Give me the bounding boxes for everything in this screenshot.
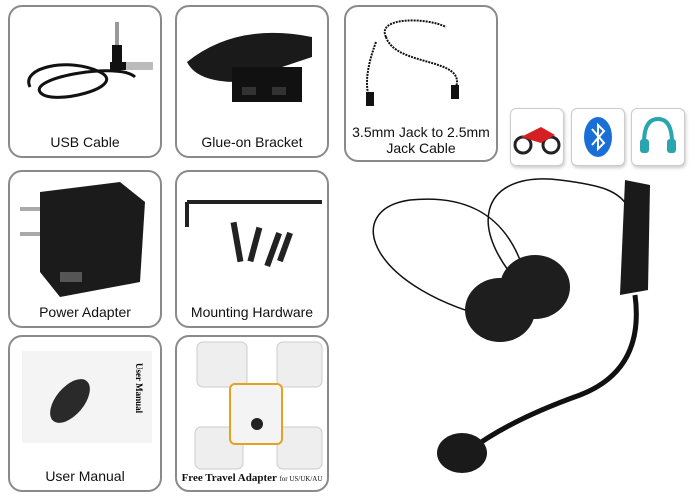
glue-on-bracket-card: Glue-on Bracket [175,5,329,158]
usb-cable-card: USB Cable [8,5,162,158]
bluetooth-icon [571,108,625,166]
jack-cable-image [366,19,459,106]
travel-adapter-card: Free Travel Adapter for US/UK/AU [175,335,329,492]
bracket-image [187,32,312,102]
travel-adapter-image [194,341,323,470]
mounting-hardware-label: Mounting Hardware [190,304,314,320]
manual-booklet: User Manual [22,351,152,443]
jack-cable-card: 3.5mm Jack to 2.5mm Jack Cable [344,5,498,162]
mounting-hardware-card: Mounting Hardware [175,170,329,328]
hardware-image [185,200,322,268]
user-manual-card: User Manual User Manual [8,335,162,492]
power-adapter-image [20,182,145,297]
usb-cable-image [27,22,153,99]
bracket-label: Glue-on Bracket [201,134,303,150]
usb-cable-label: USB Cable [50,134,120,150]
travel-adapter-title: Free Travel Adapter [181,472,277,484]
travel-adapter-label: Free Travel Adapter for US/UK/AU [177,470,327,487]
user-manual-label: User Manual [45,468,125,484]
jack-cable-label: 3.5mm Jack to 2.5mm Jack Cable [352,124,490,156]
travel-adapter-suffix: for US/UK/AU [279,475,323,483]
manual-cover-text: User Manual [134,363,144,414]
power-adapter-label: Power Adapter [39,304,131,320]
power-adapter-card: Power Adapter [8,170,162,328]
headphones-icon [631,108,685,166]
headset-image [372,178,650,473]
motorcycle-icon [510,108,564,166]
